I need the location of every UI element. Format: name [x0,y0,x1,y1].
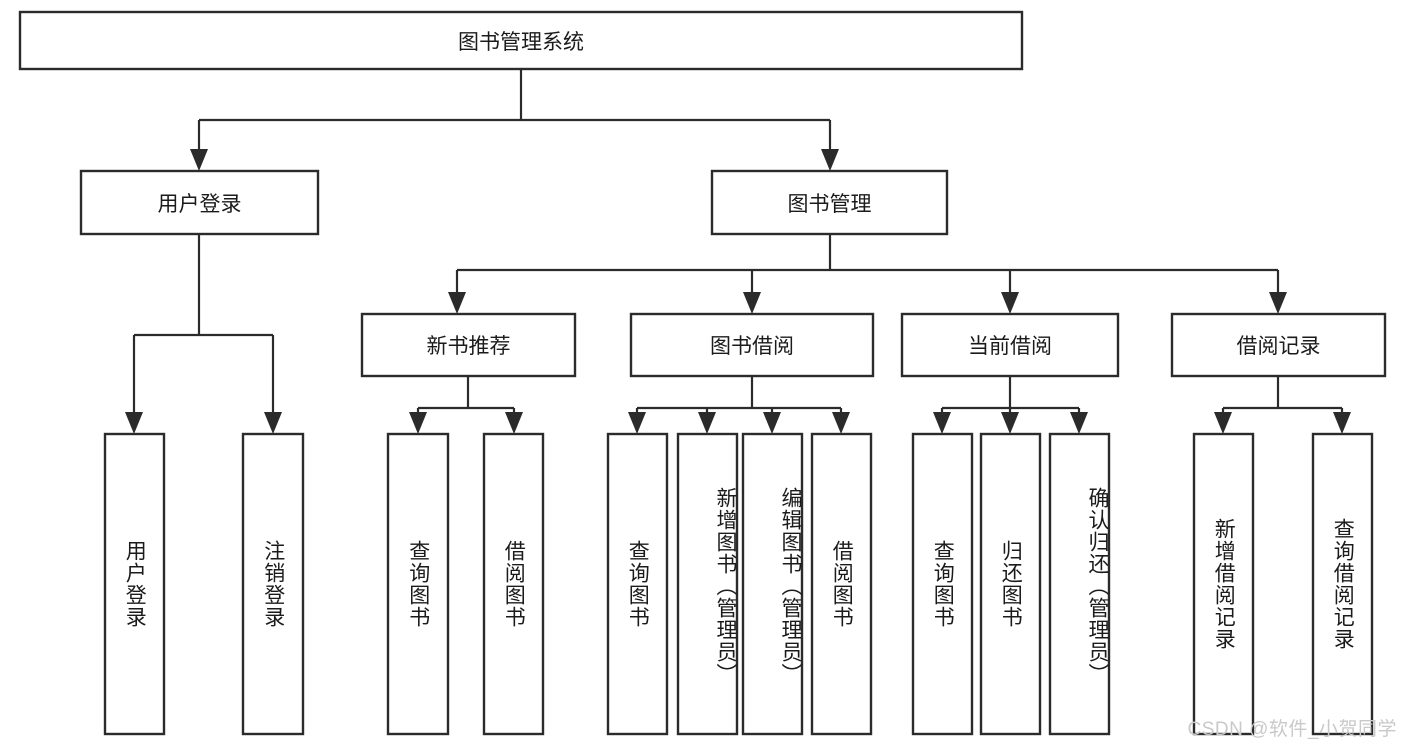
arrow-head-icon [264,412,282,434]
node-box-leaf-borrow-book-2[interactable] [810,432,873,736]
node-box-leaf-add-record[interactable] [1192,432,1255,736]
node-box-leaf-add-book[interactable] [676,432,739,736]
node-box-leaf-logout[interactable] [241,432,305,736]
arrow-head-icon [505,412,523,434]
arrow-head-icon [1269,292,1287,314]
node-box-book-manage[interactable] [710,169,949,236]
arrow-head-icon [832,412,850,434]
node-box-leaf-query-book-1[interactable] [386,432,450,736]
node-box-new-book-recommend[interactable] [360,312,577,378]
node-box-leaf-borrow-book-1[interactable] [482,432,545,736]
node-box-leaf-query-book-2[interactable] [606,432,669,736]
node-box-borrow-records[interactable] [1170,312,1387,378]
node-box-leaf-return-book[interactable] [979,432,1042,736]
node-box-leaf-edit-book[interactable] [741,432,804,736]
node-box-leaf-query-book-3[interactable] [911,432,974,736]
arrow-head-icon [743,292,761,314]
connectors-layer [125,69,1351,434]
arrow-head-icon [190,149,208,171]
arrow-head-icon [1001,292,1019,314]
arrow-head-icon [698,412,716,434]
arrow-head-icon [821,149,839,171]
node-box-leaf-query-record[interactable] [1311,432,1374,736]
arrow-head-icon [448,292,466,314]
arrow-head-icon [763,412,781,434]
arrow-head-icon [1214,412,1232,434]
arrow-head-icon [1070,412,1088,434]
arrow-head-icon [628,412,646,434]
node-box-leaf-user-login[interactable] [103,432,166,736]
arrow-head-icon [1001,412,1019,434]
arrow-head-icon [933,412,951,434]
arrow-head-icon [1333,412,1351,434]
arrow-head-icon [409,412,427,434]
node-box-user-login[interactable] [79,169,320,236]
node-box-book-borrow[interactable] [629,312,875,378]
node-box-leaf-confirm-return[interactable] [1048,432,1111,736]
watermark: CSDN @软件_小贺同学 [1187,719,1397,740]
node-box-current-borrow[interactable] [900,312,1120,378]
node-boxes-layer [18,10,1387,736]
node-box-root[interactable] [18,10,1024,71]
arrow-head-icon [125,412,143,434]
